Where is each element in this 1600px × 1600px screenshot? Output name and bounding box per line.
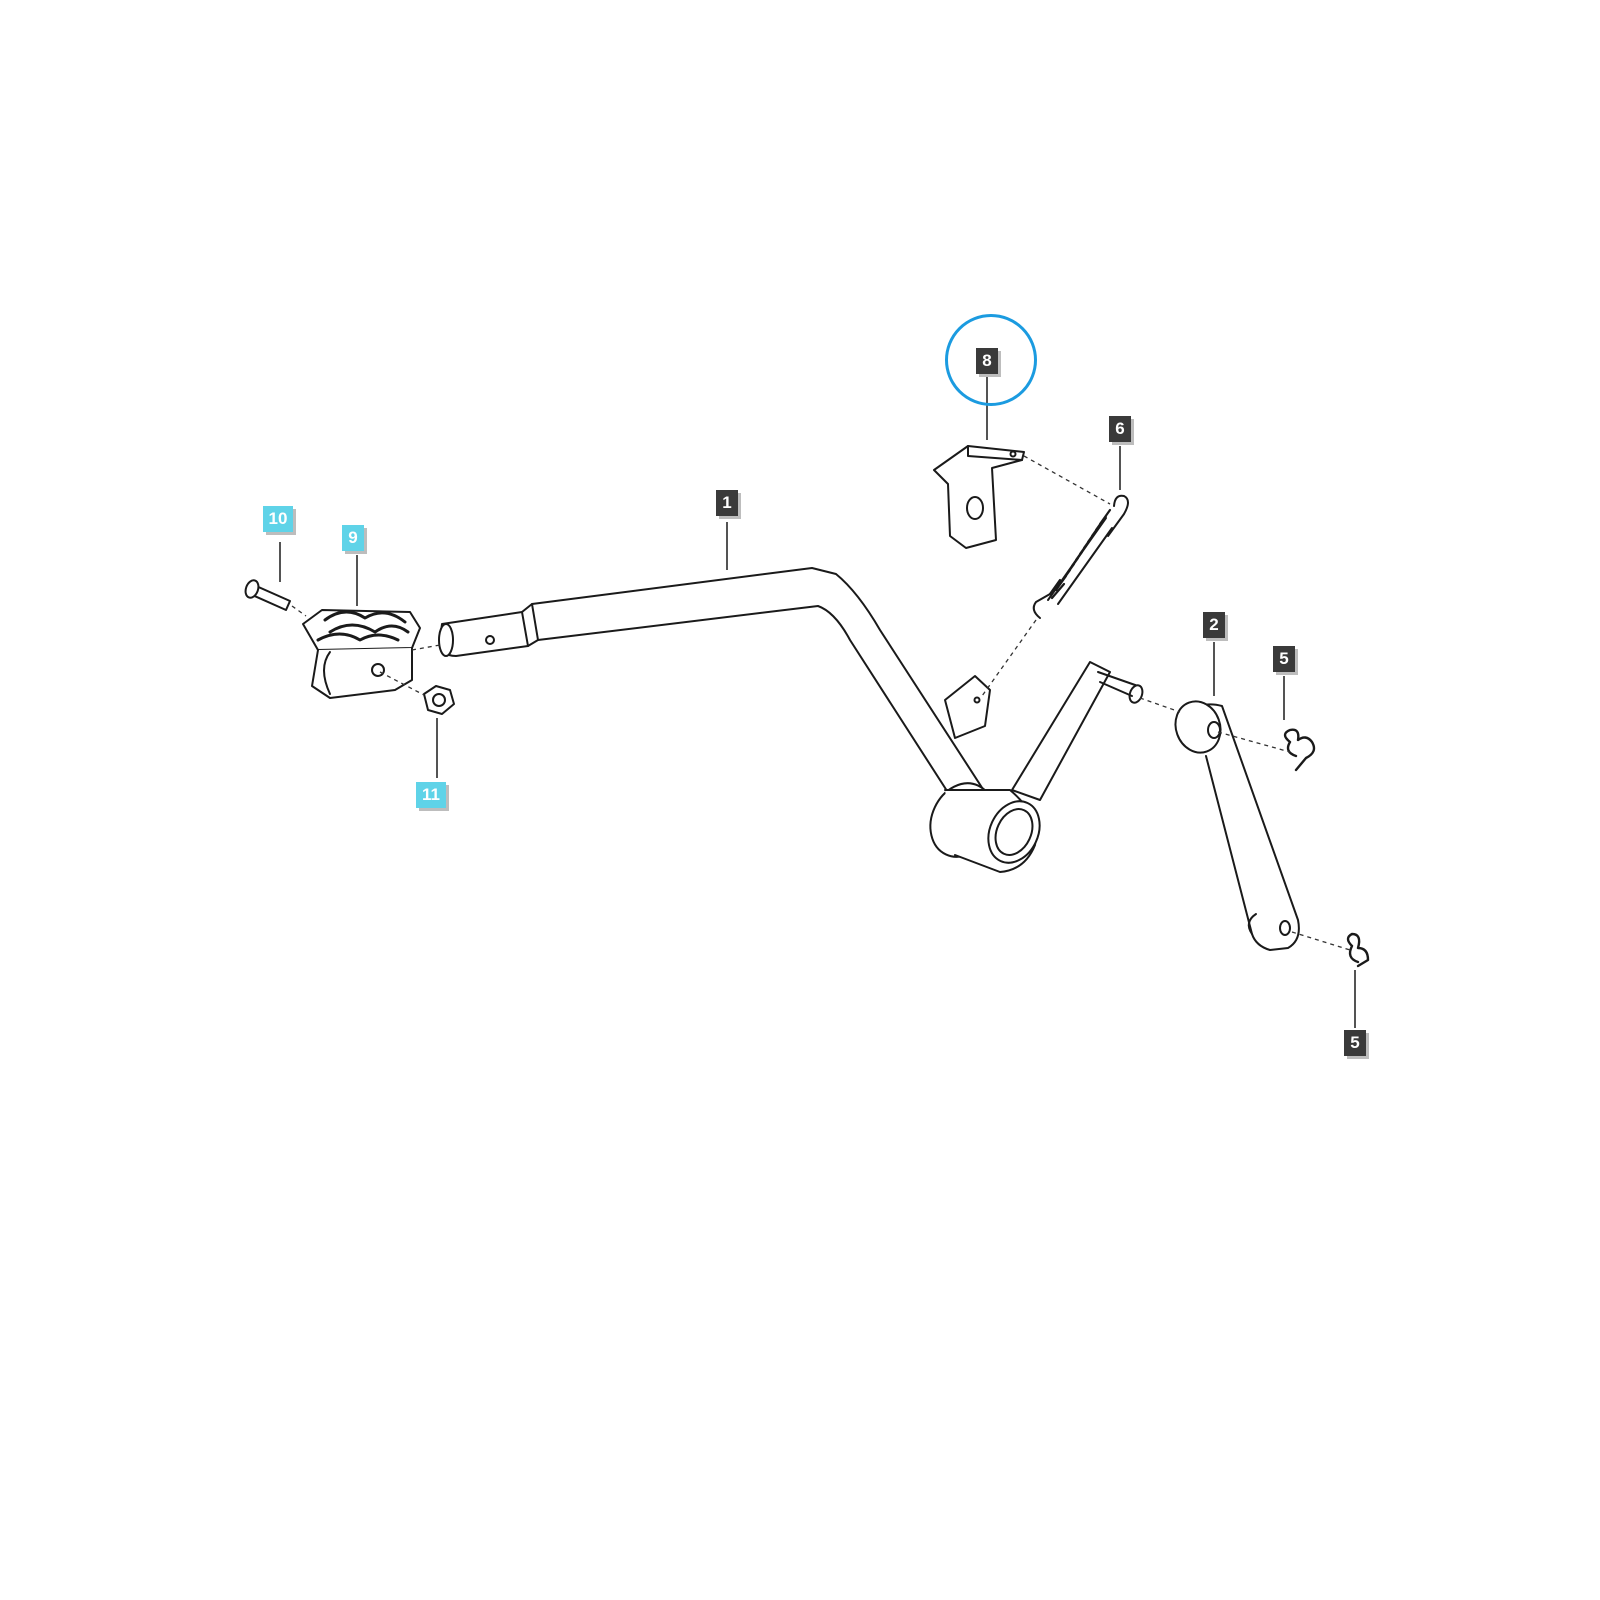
nut-part-11 <box>423 685 455 715</box>
callout-11[interactable]: 11 <box>416 782 446 808</box>
bracket-part-8 <box>933 445 1025 549</box>
callout-1[interactable]: 1 <box>716 490 738 516</box>
callout-2[interactable]: 2 <box>1203 612 1225 638</box>
spring-part-6 <box>1032 494 1129 619</box>
callout-8[interactable]: 8 <box>976 348 998 374</box>
callout-5-lower[interactable]: 5 <box>1344 1030 1366 1056</box>
highlight-ring <box>945 314 1037 406</box>
bolt-part-10 <box>244 579 291 611</box>
pedal-shaft-part-1 <box>438 567 1144 873</box>
clip-part-5-upper <box>1283 728 1316 772</box>
link-arm-part-2 <box>1174 700 1300 951</box>
clip-part-5-lower <box>1346 932 1370 968</box>
pedal-pad-part-9 <box>302 609 421 699</box>
callout-6[interactable]: 6 <box>1109 416 1131 442</box>
callout-10[interactable]: 10 <box>263 506 293 532</box>
callout-9[interactable]: 9 <box>342 525 364 551</box>
callout-5-upper[interactable]: 5 <box>1273 646 1295 672</box>
